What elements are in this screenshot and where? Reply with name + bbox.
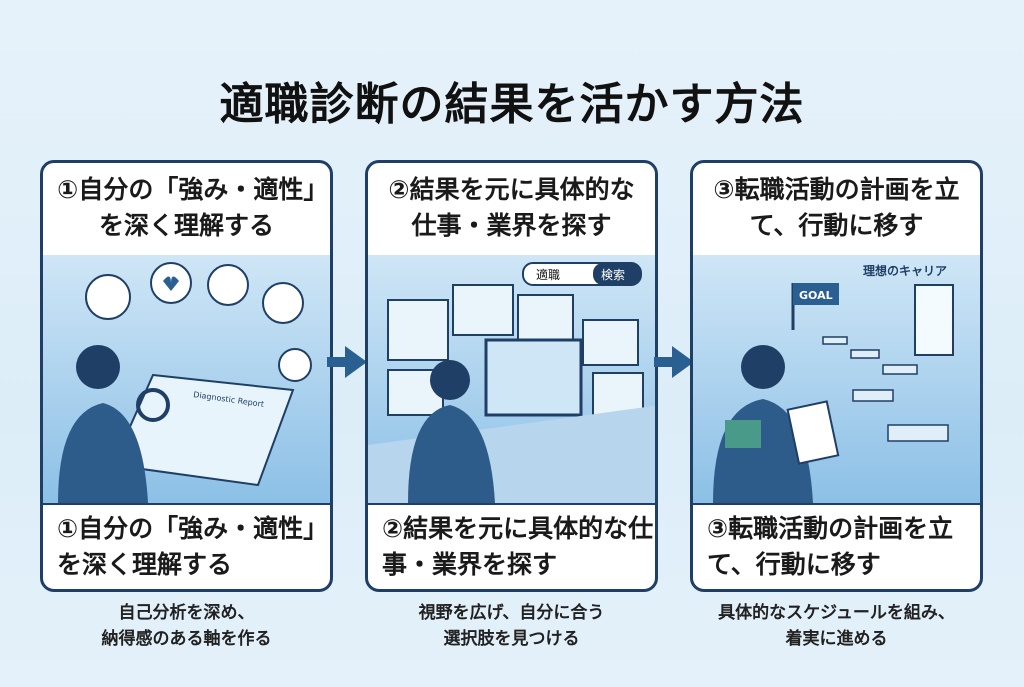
goal-label: GOAL bbox=[799, 289, 833, 302]
step-3-footer: ③転職活動の計画を立て、行動に移す bbox=[693, 503, 980, 589]
tools-window bbox=[452, 284, 514, 336]
search-bar: 適職 検索 bbox=[522, 262, 642, 286]
step-3-caption: 具体的なスケジュールを組み、着実に進める bbox=[718, 603, 955, 649]
goal-flag: GOAL bbox=[791, 283, 839, 330]
brain-gear-icon bbox=[85, 274, 131, 320]
step-card-3: ③転職活動の計画を立て、行動に移す 理想のキャリア GOAL ③転職活動の計画を… bbox=[690, 160, 983, 592]
lock-window bbox=[582, 319, 639, 366]
step-2-caption: 視野を広げ、自分に合う選択肢を見つける bbox=[418, 603, 605, 649]
self-analysis-illustration: Diagnostic Report bbox=[43, 255, 330, 503]
arrow-right-icon bbox=[327, 346, 367, 378]
step-1-caption: 自己分析を深め、納得感のある軸を作る bbox=[101, 603, 272, 649]
arrow-right-icon bbox=[654, 346, 694, 378]
person-at-desk bbox=[408, 360, 495, 503]
page-title: 適職診断の結果を活かす方法 bbox=[219, 79, 805, 130]
step-card-1: ①自分の「強み・適性」を深く理解する Diagnostic Report ①自分… bbox=[40, 160, 333, 592]
career-plan-illustration: 理想のキャリア GOAL bbox=[693, 255, 980, 503]
step-1-footer: ①自分の「強み・適性」を深く理解する bbox=[43, 503, 330, 589]
building-window bbox=[387, 299, 449, 361]
chat-icon bbox=[207, 264, 249, 306]
step-3-heading: ③転職活動の計画を立て、行動に移す bbox=[713, 175, 960, 240]
career-label: 理想のキャリア bbox=[863, 263, 947, 278]
puzzle-icon bbox=[262, 282, 312, 382]
job-search-illustration: 適職 検索 bbox=[368, 255, 655, 503]
door-icon bbox=[914, 284, 954, 356]
book-icon bbox=[725, 420, 761, 448]
person-with-checklist bbox=[713, 345, 840, 503]
step-card-2: ②結果を元に具体的な仕事・業界を探す 適職 検索 ②結果を元に具体的な仕事・業界… bbox=[365, 160, 658, 592]
clipboard-icon bbox=[786, 400, 840, 465]
computer-monitor bbox=[484, 338, 583, 417]
step-1-heading: ①自分の「強み・適性」を深く理解する bbox=[57, 175, 316, 240]
stepping-stones bbox=[822, 336, 949, 442]
step-2-heading: ②結果を元に具体的な仕事・業界を探す bbox=[388, 175, 635, 240]
search-button: 検索 bbox=[601, 268, 625, 282]
person-with-magnifier bbox=[58, 345, 170, 503]
step-2-footer: ②結果を元に具体的な仕事・業界を探す bbox=[368, 503, 655, 589]
heart-icon bbox=[150, 262, 192, 304]
search-input: 適職 bbox=[536, 267, 560, 282]
